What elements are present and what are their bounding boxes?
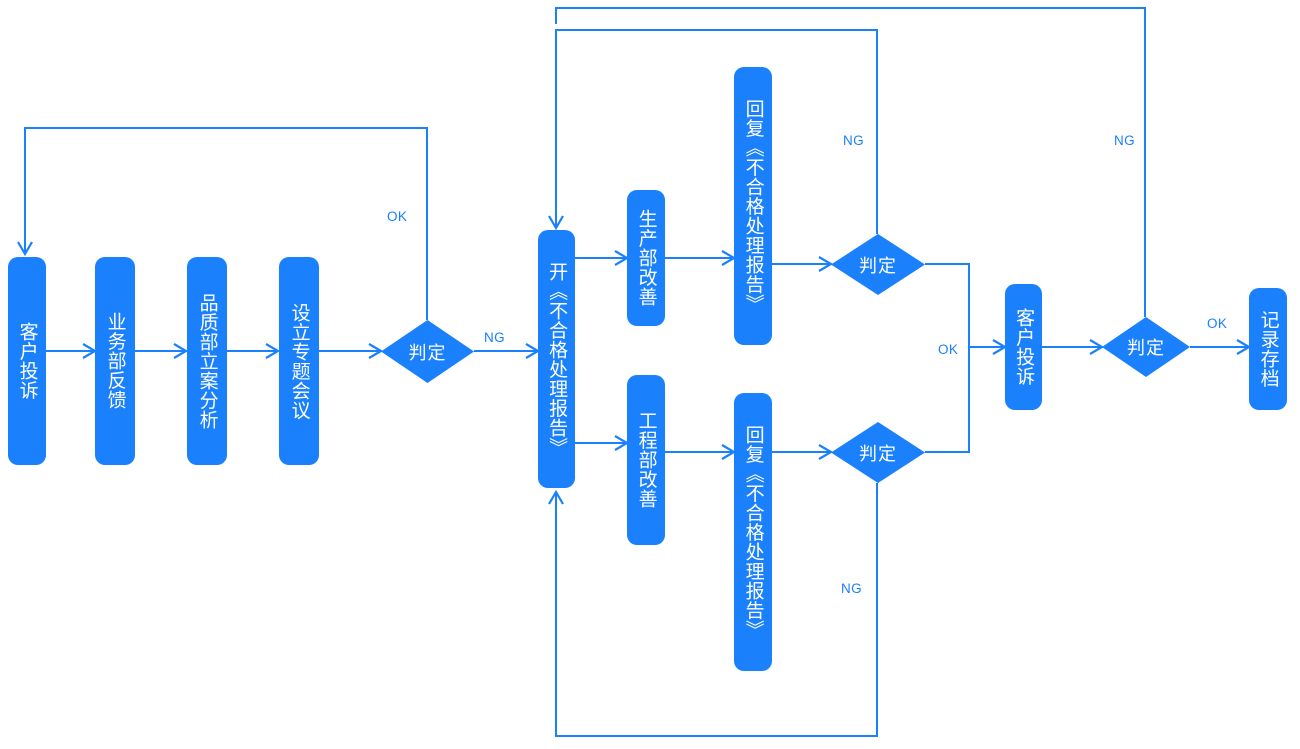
node-open-report[interactable]: 开《不合格处理报告》 [538, 230, 575, 488]
node-decision-final[interactable]: 判定 [1102, 317, 1190, 377]
node-label: 生产部改善 [635, 209, 657, 307]
node-customer-complaint-2[interactable]: 客户投诉 [1005, 284, 1042, 410]
node-decision-bottom[interactable]: 判定 [831, 422, 925, 483]
arrow-meeting-to-decision1 [368, 343, 384, 359]
node-label: 工程部改善 [635, 411, 657, 509]
node-label: 回复《不合格处理报告》 [742, 424, 764, 640]
edge-label-final-ng: NG [1114, 133, 1136, 148]
edge-decision-top-ng-loop [555, 29, 878, 234]
edge-decision-bottom-ok [925, 347, 970, 453]
decision-label: 判定 [1127, 338, 1165, 358]
edge-label-decision-top-ng: NG [843, 133, 865, 148]
node-decision-top[interactable]: 判定 [831, 234, 925, 295]
node-label: 客户投诉 [1013, 308, 1035, 386]
edge-label-decision1-ok: OK [387, 209, 408, 224]
decision-label: 判定 [408, 342, 447, 363]
edge-label-final-ok: OK [1207, 316, 1228, 331]
arrow-quality-to-meeting [265, 343, 281, 359]
arrow-decision-top-ng-loop [548, 215, 564, 231]
edge-label-decision-bottom-ng: NG [841, 581, 863, 596]
arrow-decision-bottom-ng-loop [548, 489, 564, 505]
arrow-sales-to-quality [173, 343, 189, 359]
node-label: 业务部反馈 [104, 312, 126, 410]
edge-decision-bottom-ng-loop [555, 483, 878, 737]
node-label: 开《不合格处理报告》 [546, 261, 568, 457]
edge-label-decision1-ng: NG [484, 330, 506, 345]
decision-label: 判定 [859, 255, 897, 276]
node-engineering-improve[interactable]: 工程部改善 [627, 375, 665, 545]
decision-label: 判定 [859, 443, 897, 464]
node-label: 客户投诉 [16, 322, 38, 400]
node-label: 设立专题会议 [288, 302, 310, 420]
node-record-archive[interactable]: 记录存档 [1249, 288, 1287, 410]
node-label: 记录存档 [1257, 310, 1279, 388]
edge-label-merge-ok: OK [938, 342, 959, 357]
arrow-reply-top-to-decision-top [818, 256, 834, 272]
arrow-decision1-ok-loop [17, 241, 33, 257]
node-production-improve[interactable]: 生产部改善 [627, 190, 665, 326]
arrow-reply-bottom-to-decision-bottom [818, 444, 834, 460]
node-reply-report-top[interactable]: 回复《不合格处理报告》 [734, 67, 772, 345]
node-decision-1[interactable]: 判定 [381, 320, 474, 383]
node-label: 回复《不合格处理报告》 [742, 98, 764, 314]
edge-final-decision-ng-loop [555, 7, 1146, 317]
node-reply-report-bottom[interactable]: 回复《不合格处理报告》 [734, 393, 772, 671]
node-sales-feedback[interactable]: 业务部反馈 [95, 257, 135, 465]
node-customer-complaint-1[interactable]: 客户投诉 [8, 257, 46, 465]
node-special-meeting[interactable]: 设立专题会议 [279, 257, 319, 465]
node-label: 品质部立案分析 [196, 292, 218, 430]
edge-decision1-ok-loop [24, 127, 428, 320]
node-quality-analysis[interactable]: 品质部立案分析 [187, 257, 227, 465]
edge-decision-top-ok [925, 263, 970, 347]
